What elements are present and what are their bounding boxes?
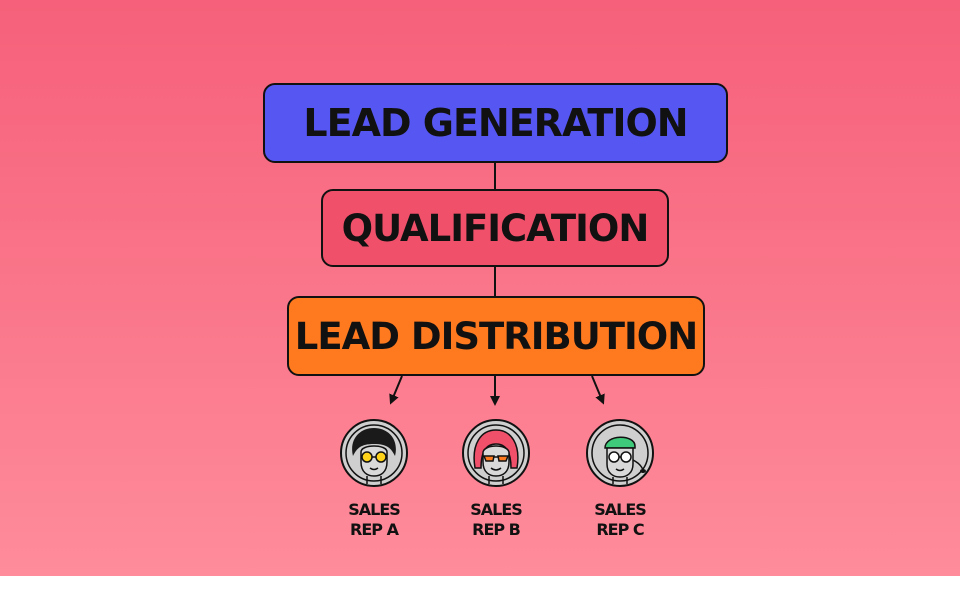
step-lead-distribution: LEAD DISTRIBUTION xyxy=(287,296,705,376)
sales-rep-a-label: SALES REP A xyxy=(348,500,401,539)
step-lead-generation: LEAD GENERATION xyxy=(263,83,728,163)
person-red-hair-orange-glasses-icon xyxy=(462,419,530,487)
diagram-canvas: LEAD GENERATION QUALIFICATION LEAD DISTR… xyxy=(0,0,960,576)
step-qualification: QUALIFICATION xyxy=(321,189,669,267)
sales-rep-c-label: SALES REP C xyxy=(594,500,647,539)
sales-rep-b-label: SALES REP B xyxy=(470,500,523,539)
arrow-to-rep-a xyxy=(389,375,403,405)
person-green-hat-glasses-icon xyxy=(586,419,654,487)
person-afro-yellow-glasses-icon xyxy=(340,419,408,487)
arrow-to-rep-c xyxy=(591,375,605,405)
connectors xyxy=(389,163,605,406)
